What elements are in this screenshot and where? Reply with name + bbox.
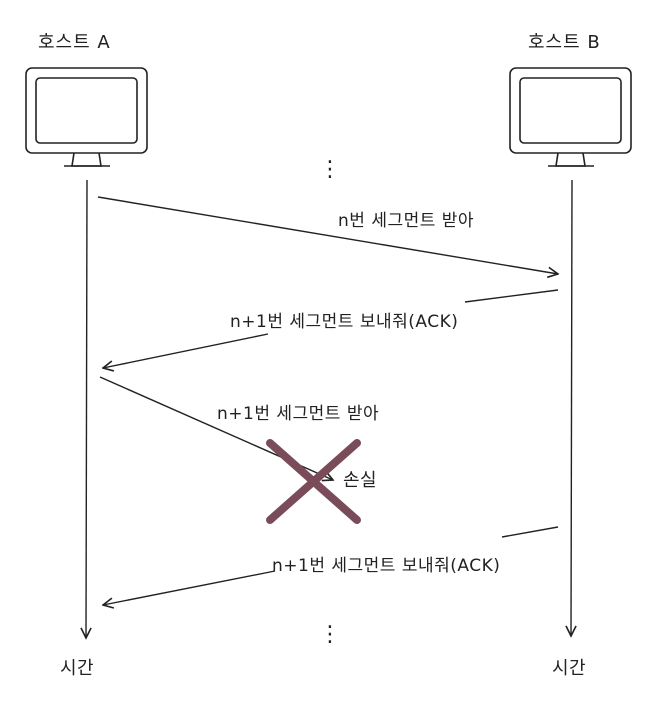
message-label-2: n+1번 세그먼트 보내줘(ACK) [230,312,459,332]
message-label-1: n번 세그먼트 받아 [338,211,475,231]
host-a-monitor-icon [25,67,148,167]
message-label-4: n+1번 세그먼트 보내줘(ACK) [272,556,501,576]
host-a-time-label: 시간 [60,658,95,679]
loss-label: 손실 [343,470,378,491]
host-b-time-label: 시간 [552,658,587,679]
host-b-label: 호스트 B [528,32,601,53]
host-b-monitor-icon [509,67,632,167]
message-arrow-4 [103,526,559,605]
message-arrow-2 [103,289,559,368]
host-a-timeline [86,179,87,638]
host-b-timeline [571,179,572,636]
continuation-top: ⋮ [319,157,342,182]
host-a-label: 호스트 A [38,32,111,53]
continuation-bottom: ⋮ [319,622,342,647]
message-arrow-1 [97,196,558,274]
loss-cross-icon [266,439,361,524]
message-label-3: n+1번 세그먼트 받아 [217,404,380,424]
